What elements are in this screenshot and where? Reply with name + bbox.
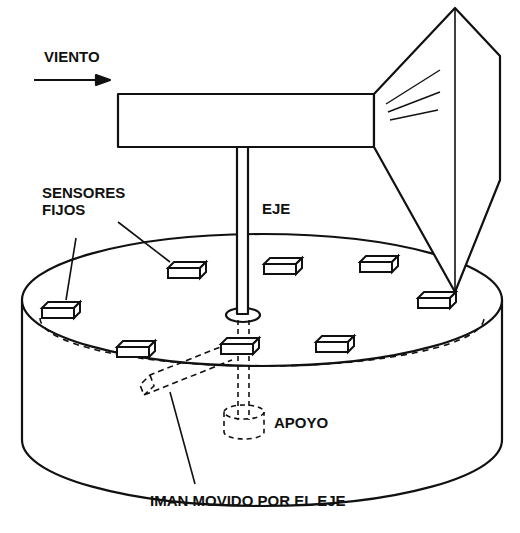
wind-label: VIENTO	[44, 48, 100, 65]
magnet	[144, 375, 154, 395]
hidden-edge	[40, 318, 484, 366]
support-label: APOYO	[274, 414, 328, 431]
sensor-group	[42, 256, 456, 357]
leader-line	[66, 238, 76, 300]
shaft	[237, 146, 248, 314]
hidden-shaft	[237, 320, 239, 420]
support	[224, 405, 264, 419]
axis-label: EJE	[262, 200, 290, 217]
leader-line	[118, 222, 170, 262]
vane-boom	[118, 94, 374, 147]
leader-line	[170, 392, 195, 484]
sensor-label: SENSORES FIJOS	[42, 184, 132, 219]
support	[224, 412, 264, 439]
vane-tail	[374, 8, 500, 292]
wind-arrow	[34, 79, 104, 81]
magnet-label: IMAN MOVIDO POR EL EJE	[150, 492, 346, 509]
vane-tail	[454, 8, 456, 292]
arrow-head	[96, 75, 110, 85]
base-top	[22, 234, 502, 366]
